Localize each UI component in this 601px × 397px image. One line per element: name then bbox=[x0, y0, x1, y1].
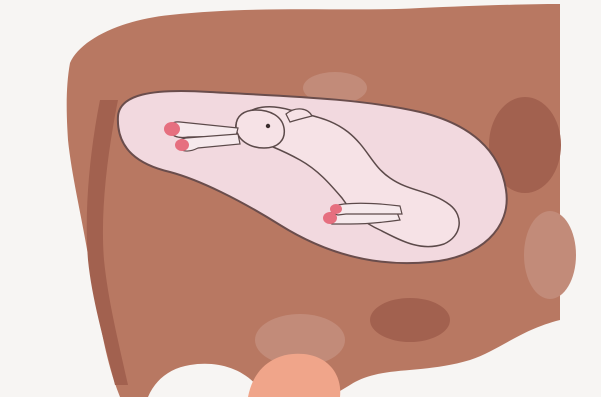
front-hoof bbox=[164, 122, 180, 136]
cow-patch bbox=[370, 298, 450, 342]
front-hoof bbox=[175, 139, 189, 151]
calf-hind-legs bbox=[333, 203, 402, 215]
hind-hoof bbox=[330, 204, 342, 214]
cow-spot bbox=[524, 211, 576, 299]
calf-eye bbox=[266, 124, 270, 128]
